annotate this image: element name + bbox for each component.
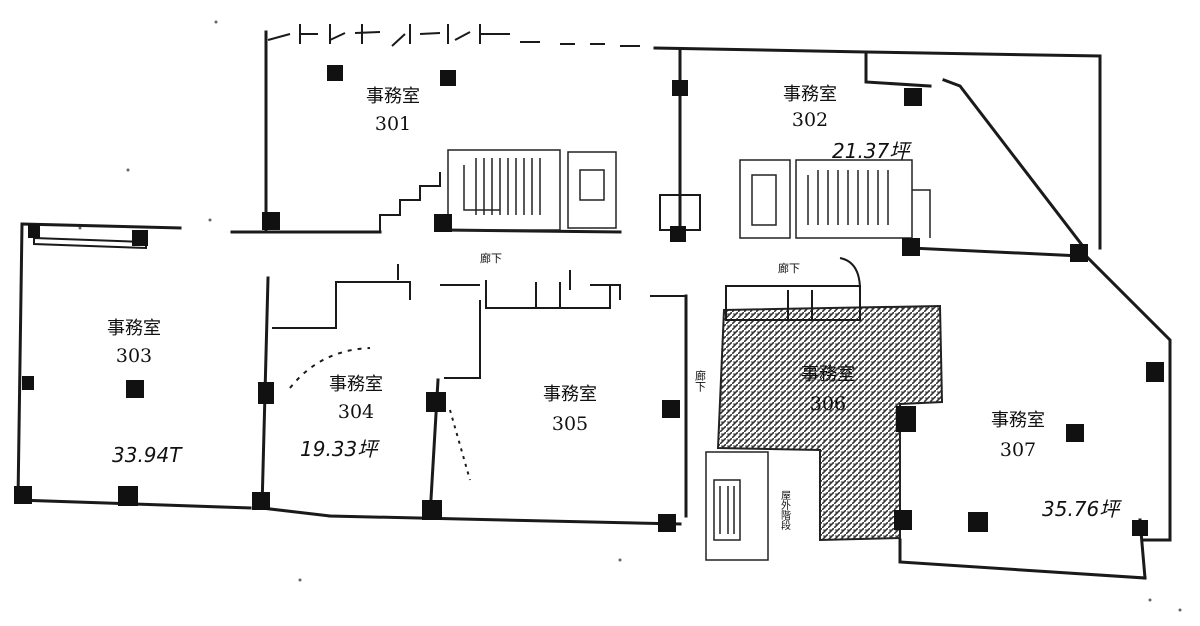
room-number: 306	[810, 393, 846, 415]
column	[262, 212, 280, 230]
column	[132, 230, 148, 246]
column	[434, 214, 452, 232]
corridor-label: 廊下	[480, 251, 502, 265]
column	[126, 380, 144, 398]
room-label: 事務室	[801, 364, 855, 385]
room-number: 304	[338, 401, 374, 423]
column	[902, 238, 920, 256]
column	[258, 382, 274, 404]
column	[904, 88, 922, 106]
room-label: 事務室	[329, 374, 383, 395]
column	[327, 65, 343, 81]
column	[252, 492, 270, 510]
room-number: 302	[792, 109, 828, 131]
room-number: 305	[552, 413, 588, 435]
room-305[interactable]: 事務室 305	[543, 384, 597, 435]
room-area: 19.33坪	[300, 437, 380, 461]
lower-block-walls	[16, 222, 1172, 580]
column	[440, 70, 456, 86]
corridor-label: 廊下	[694, 369, 707, 393]
room-label: 事務室	[107, 318, 161, 339]
column	[28, 224, 40, 238]
column	[658, 514, 676, 532]
room-label: 事務室	[543, 384, 597, 405]
room-307[interactable]: 事務室 307 35.76坪	[991, 410, 1122, 521]
room-label: 事務室	[783, 84, 837, 105]
room-303[interactable]: 事務室 303 33.94T	[107, 318, 183, 467]
column	[1132, 520, 1148, 536]
room-304[interactable]: 事務室 304 19.33坪	[300, 374, 383, 461]
column	[662, 400, 680, 418]
column	[14, 486, 32, 504]
column	[1066, 424, 1084, 442]
column	[672, 80, 688, 96]
room-label: 事務室	[991, 410, 1045, 431]
room-area: 35.76坪	[1042, 497, 1122, 521]
room-302[interactable]: 事務室 302 21.37坪	[783, 84, 912, 163]
structural-columns	[14, 65, 1164, 536]
column	[422, 500, 442, 520]
room-area: 21.37坪	[832, 139, 912, 163]
column	[896, 406, 916, 432]
corridor-label: 廊下	[778, 261, 800, 275]
column	[118, 486, 138, 506]
column	[1070, 244, 1088, 262]
room-301[interactable]: 事務室 301	[366, 86, 420, 135]
room-number: 307	[1000, 439, 1036, 461]
room-area: 33.94T	[112, 443, 183, 467]
room-306[interactable]: 事務室 306	[801, 364, 855, 415]
room-number: 303	[116, 345, 152, 367]
outdoor-stair-label: 屋外階段	[779, 490, 791, 531]
scan-noise	[78, 20, 1182, 612]
upper-block-walls	[230, 24, 1102, 258]
column	[22, 376, 34, 390]
column	[894, 510, 912, 530]
column	[968, 512, 988, 532]
column	[1146, 362, 1164, 382]
room-label: 事務室	[366, 86, 420, 107]
column	[426, 392, 446, 412]
column	[670, 226, 686, 242]
room-number: 301	[375, 113, 411, 135]
